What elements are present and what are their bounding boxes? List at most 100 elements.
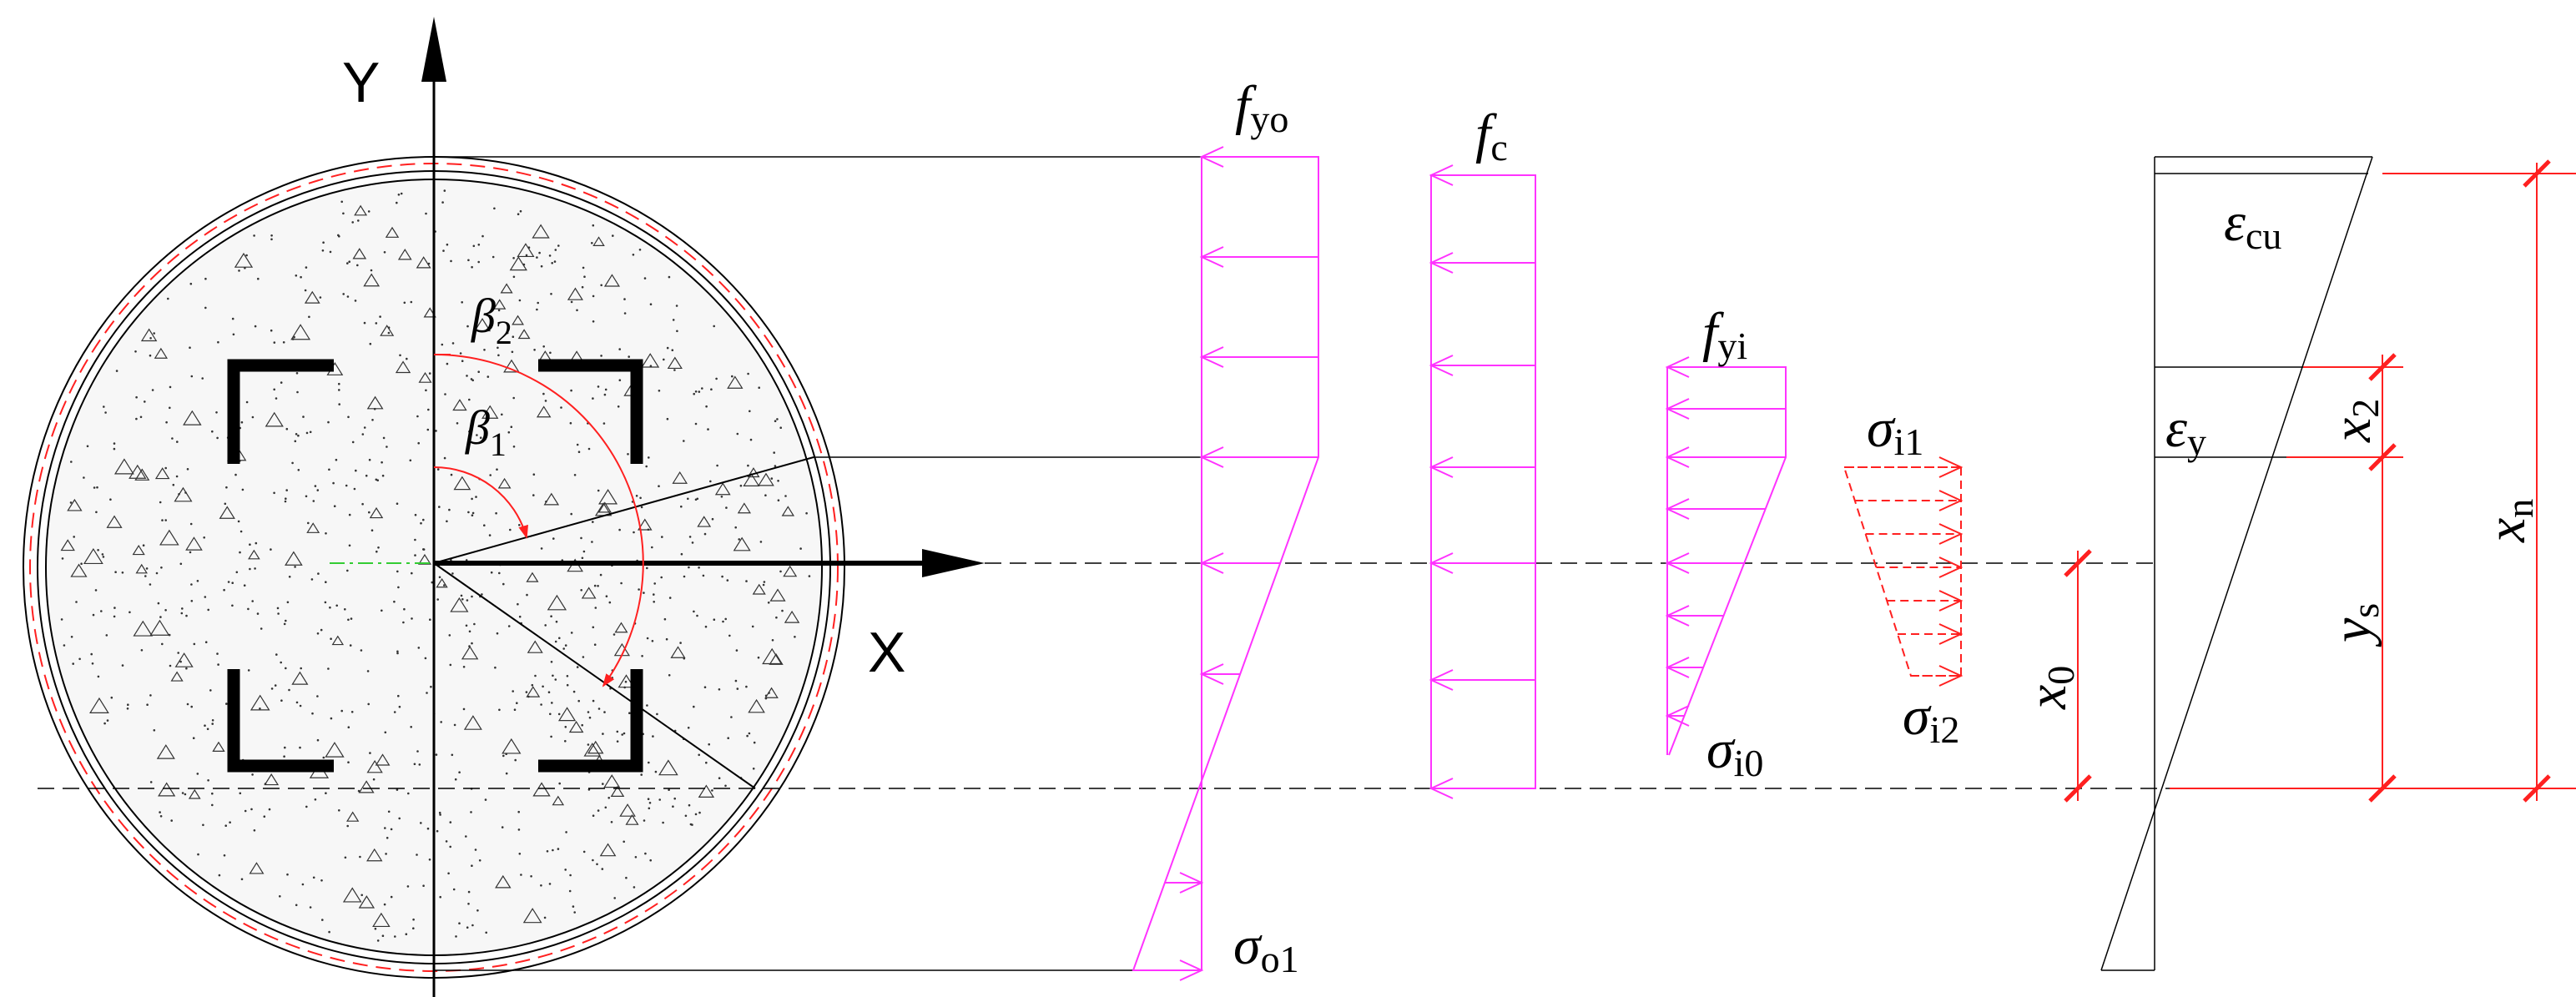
concrete-speck xyxy=(427,408,430,411)
concrete-speck xyxy=(240,420,244,424)
inner-steel-stress-block xyxy=(1665,356,1787,756)
concrete-speck xyxy=(311,712,314,715)
concrete-speck xyxy=(121,572,124,574)
x0-tick-top xyxy=(2064,549,2092,577)
concrete-speck xyxy=(498,572,501,575)
concrete-speck xyxy=(547,691,551,693)
concrete-speck xyxy=(196,580,199,582)
concrete-speck xyxy=(295,701,299,704)
concrete-speck xyxy=(745,580,748,582)
concrete-speck xyxy=(387,331,391,335)
concrete-aggregate xyxy=(375,753,391,766)
concrete-speck xyxy=(149,337,152,340)
concrete-speck xyxy=(633,886,636,889)
concrete-speck xyxy=(451,342,455,345)
concrete-speck xyxy=(502,582,505,586)
concrete-aggregate xyxy=(543,492,560,506)
concrete-speck xyxy=(603,711,606,713)
concrete-speck xyxy=(275,653,278,656)
concrete-speck xyxy=(696,614,698,617)
fyi-arrow xyxy=(1665,552,1745,574)
concrete-aggregate xyxy=(129,464,147,479)
concrete-speck xyxy=(368,458,371,461)
concrete-aggregate xyxy=(532,224,550,239)
concrete-speck xyxy=(672,805,674,808)
concrete-speck xyxy=(369,752,371,754)
concrete-speck xyxy=(103,722,106,725)
concrete-speck xyxy=(159,815,163,818)
concrete-speck xyxy=(532,494,535,496)
concrete-speck xyxy=(581,285,584,289)
x0-tick-bottom xyxy=(2064,774,2092,803)
concrete-speck xyxy=(305,266,308,269)
concrete-speck xyxy=(617,405,620,408)
concrete-speck xyxy=(63,644,66,647)
concrete-speck xyxy=(384,827,386,829)
concrete-speck xyxy=(61,557,64,560)
concrete-speck xyxy=(92,613,95,617)
concrete-speck xyxy=(357,219,360,222)
concrete-aggregate xyxy=(234,252,254,268)
concrete-speck xyxy=(554,640,557,643)
concrete-speck xyxy=(291,461,294,465)
concrete-speck xyxy=(649,303,653,306)
concrete-speck xyxy=(301,883,305,886)
concrete-speck xyxy=(263,815,266,818)
concrete-speck xyxy=(383,903,386,906)
concrete-speck xyxy=(526,593,528,597)
concrete-speck xyxy=(662,821,664,824)
concrete-speck xyxy=(724,784,727,788)
concrete-speck xyxy=(350,711,354,713)
concrete-aggregate xyxy=(495,874,512,889)
concrete-aggregate xyxy=(614,622,628,633)
concrete-speck xyxy=(557,848,560,850)
concrete-speck xyxy=(771,639,774,642)
concrete-speck xyxy=(280,699,283,702)
concrete-speck xyxy=(288,576,291,578)
concrete-speck xyxy=(372,778,376,781)
concrete-aggregate xyxy=(250,694,270,711)
concrete-speck xyxy=(300,667,303,670)
concrete-speck xyxy=(231,582,234,584)
concrete-speck xyxy=(295,274,298,277)
concrete-speck xyxy=(530,875,532,878)
concrete-speck xyxy=(439,813,441,816)
x2-tick-top xyxy=(2368,353,2397,381)
concrete-speck xyxy=(532,473,536,476)
concrete-speck xyxy=(694,813,698,816)
concrete-speck xyxy=(687,727,690,729)
concrete-speck xyxy=(687,497,689,501)
concrete-speck xyxy=(549,713,552,716)
concrete-aggregate xyxy=(727,375,744,389)
concrete-speck xyxy=(471,864,473,867)
concrete-speck xyxy=(698,390,701,393)
concrete-speck xyxy=(705,405,708,408)
concrete-speck xyxy=(346,824,350,828)
concrete-speck xyxy=(239,792,242,795)
beta1-label: β1 xyxy=(465,400,507,463)
concrete-aggregate xyxy=(748,698,765,713)
concrete-speck xyxy=(325,792,327,794)
fyi-arrow xyxy=(1665,398,1786,420)
concrete-speck xyxy=(475,496,477,498)
concrete-speck xyxy=(297,469,300,471)
concrete-speck xyxy=(338,809,340,812)
concrete-speck xyxy=(654,770,658,773)
concrete-aggregate xyxy=(557,707,577,722)
concrete-speck xyxy=(693,610,695,613)
concrete-aggregate xyxy=(587,740,604,754)
concrete-speck xyxy=(328,468,330,471)
concrete-aggregate xyxy=(597,501,612,513)
sigma-i-arrow xyxy=(1865,523,1964,545)
concrete-aggregate xyxy=(512,315,524,325)
concrete-speck xyxy=(354,300,357,302)
concrete-speck xyxy=(451,572,454,575)
eps-cu-label: εcu xyxy=(2224,192,2281,257)
concrete-speck xyxy=(448,508,451,511)
concrete-speck xyxy=(702,574,705,577)
concrete-speck xyxy=(683,575,686,578)
concrete-speck xyxy=(329,606,331,609)
concrete-speck xyxy=(204,724,206,727)
concrete-speck xyxy=(720,496,723,498)
concrete-speck xyxy=(384,731,387,734)
